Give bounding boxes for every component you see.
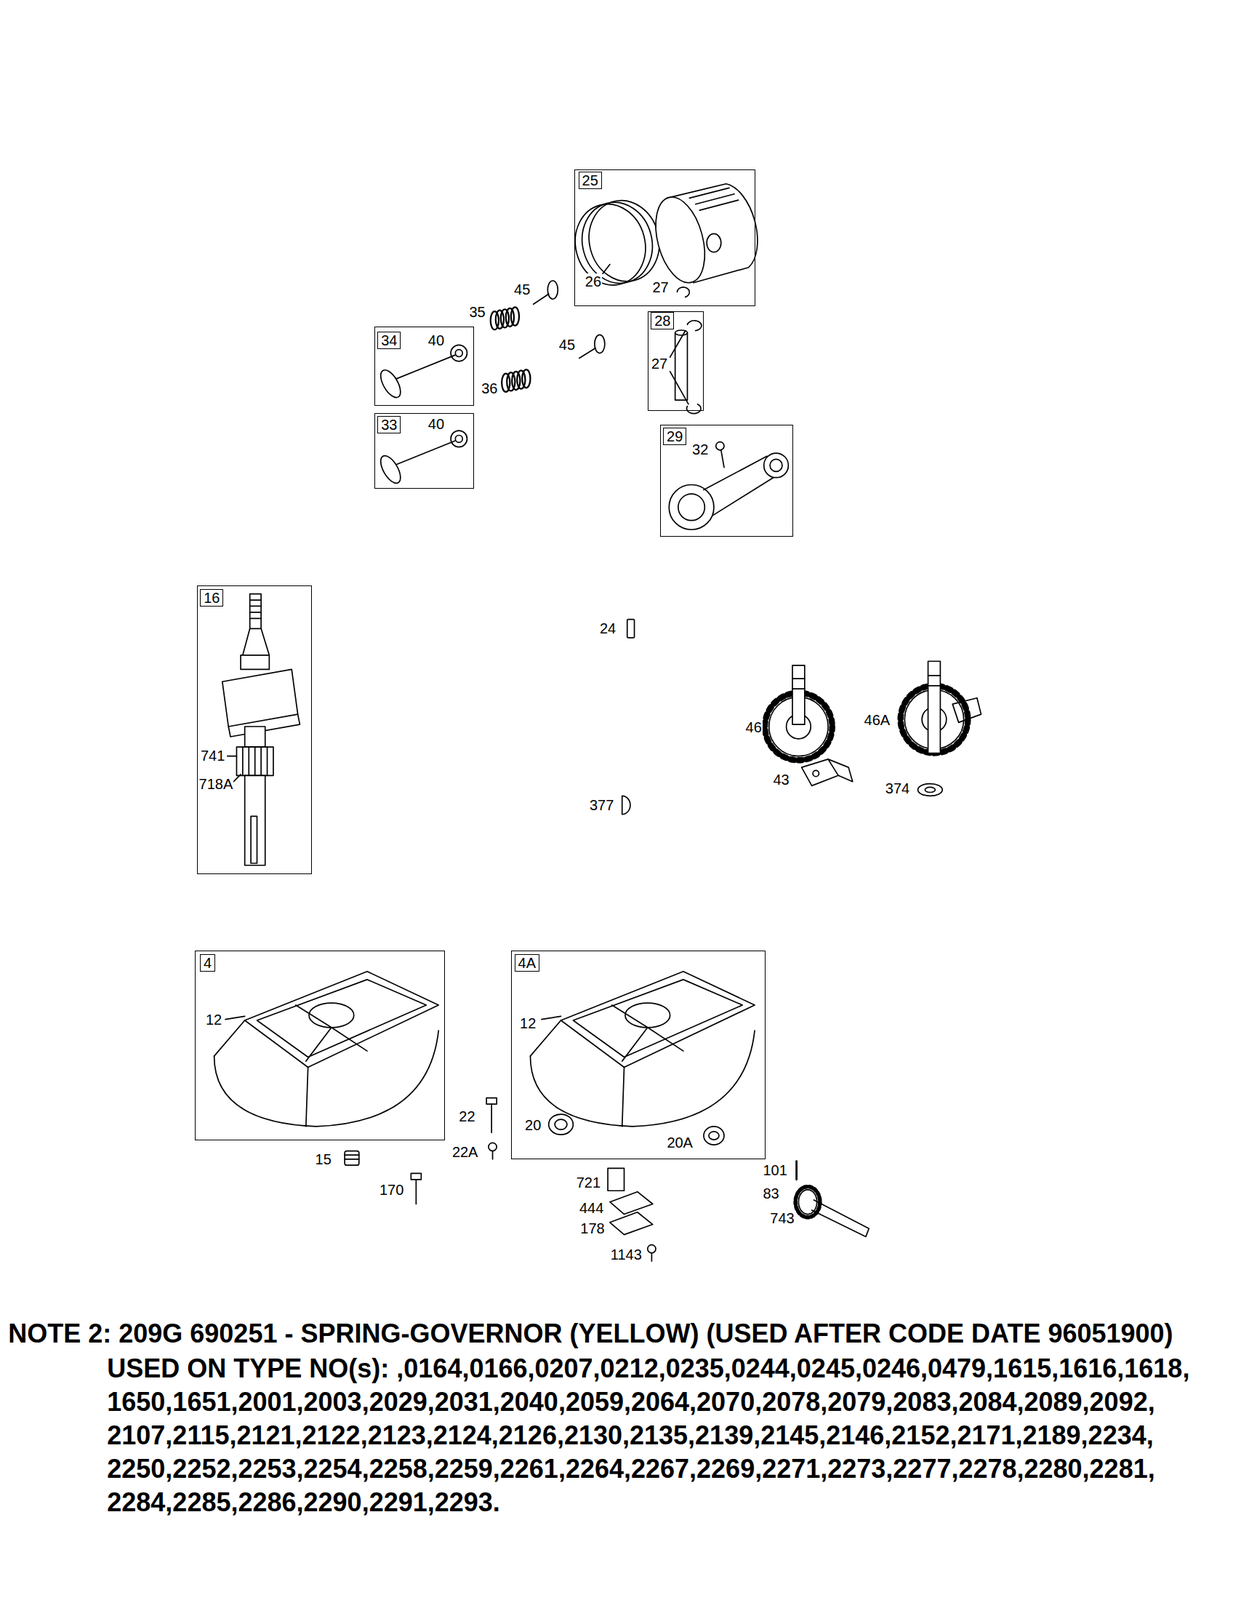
parts-frame: 25 26 27 xyxy=(574,169,757,307)
parts-frame: 33 40 xyxy=(374,412,475,489)
frame-number: 16 xyxy=(199,588,224,607)
callout-number: 178 xyxy=(579,1219,605,1236)
note-text: NOTE 2: 209G 690251 - SPRING-GOVERNOR (Y… xyxy=(7,1316,1173,1351)
callout-number: 27 xyxy=(651,279,669,296)
frame-number: 29 xyxy=(663,427,687,445)
callout-number: 15 xyxy=(314,1150,333,1167)
callout-number: 20 xyxy=(524,1116,542,1133)
callout-number: 1143 xyxy=(609,1246,643,1263)
parts-frame: 34 40 xyxy=(374,326,475,406)
callout-number: 45 xyxy=(513,281,531,298)
callout-number: 46 xyxy=(745,719,763,736)
parts-frame: 4A 12 20 20A xyxy=(511,950,767,1159)
callout-number: 22 xyxy=(458,1107,476,1124)
callout-number: 743 xyxy=(769,1209,795,1226)
callout-number: 24 xyxy=(599,620,617,637)
callout-number: 43 xyxy=(772,771,790,788)
callout-number: 36 xyxy=(480,380,498,397)
parts-frame: 4 12 xyxy=(194,950,445,1140)
callout-number: 12 xyxy=(519,1014,537,1031)
callout-number: 20A xyxy=(665,1134,694,1151)
callout-number: 101 xyxy=(761,1161,788,1178)
callout-number: 721 xyxy=(575,1174,602,1191)
callout-number: 26 xyxy=(584,273,602,290)
frame-number: 28 xyxy=(650,311,674,330)
callout-number: 741 xyxy=(199,747,226,764)
callout-number: 35 xyxy=(468,303,486,320)
frame-number: 25 xyxy=(578,171,602,190)
callout-number: 12 xyxy=(205,1011,223,1028)
parts-frame: 16 741 718A xyxy=(197,585,313,874)
callout-number: 374 xyxy=(884,780,911,797)
callout-number: 83 xyxy=(761,1185,780,1202)
callout-number: 170 xyxy=(378,1181,405,1198)
parts-frame: 2932 xyxy=(660,424,794,537)
callout-number: 46A xyxy=(863,711,892,728)
frame-number: 34 xyxy=(377,331,401,349)
callout-number: 377 xyxy=(588,796,615,813)
callout-number: 40 xyxy=(427,415,445,432)
note-text: USED ON TYPE NO(s): ,0164,0166,0207,0212… xyxy=(106,1351,1207,1519)
callout-number: 22A xyxy=(451,1143,480,1160)
callout-number: 32 xyxy=(691,441,709,458)
callout-number: 27 xyxy=(650,355,669,372)
callout-number: 444 xyxy=(578,1199,605,1216)
callout-number: 40 xyxy=(427,332,445,349)
callout-number: 45 xyxy=(558,336,576,353)
frame-number: 4 xyxy=(199,953,216,972)
frame-number: 4A xyxy=(514,953,540,972)
callout-number: 718A xyxy=(198,775,235,792)
frame-number: 33 xyxy=(377,415,401,434)
parts-frame: 28 27 xyxy=(647,311,704,411)
